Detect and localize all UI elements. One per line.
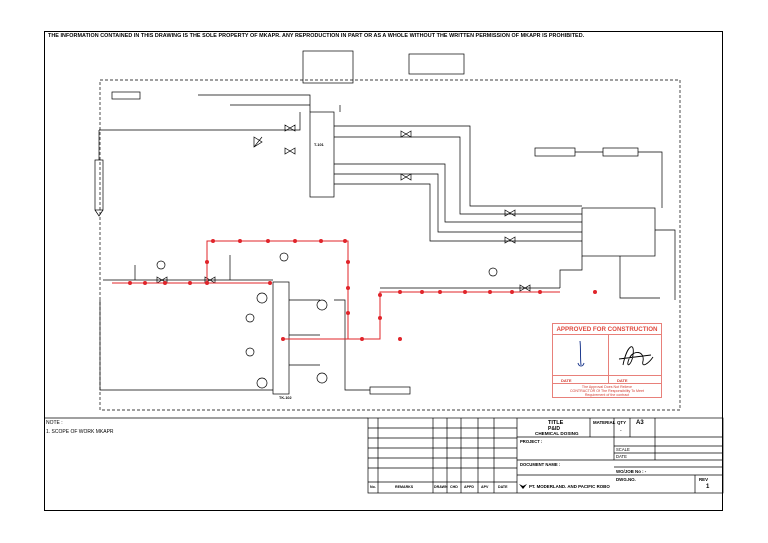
rev-header-remarks: REMARKS [395,485,414,489]
outlet-box [369,386,411,395]
redline-nodes [128,239,597,341]
wo-job-label: WO/JOB No : - [616,469,647,474]
qty-label: QTY [617,420,627,425]
document-label: DOCUMENT NAME : [520,462,561,467]
signature-graphic [577,340,654,367]
rev-header-approved: APPD [464,485,474,489]
vessel-tag-lower: TK-102 [279,396,292,400]
title-block [44,417,724,494]
vent-box [534,147,576,157]
project-label: PROJECT : [520,439,543,444]
approval-footer-line-3: Requirement of the contract [584,393,630,398]
approval-dates: DATE DATE [553,376,661,384]
equipment-box [581,207,656,257]
drawing-number-label: DWG.NO. [616,477,636,482]
spec-box-right [408,53,465,75]
approval-title: APPROVED FOR CONSTRUCTION [553,324,661,335]
filter-box [602,147,639,157]
approval-stamp: APPROVED FOR CONSTRUCTION DATE DATE The … [552,323,662,398]
approval-footer-line-1: The Approval Does Not Relieve [581,385,633,389]
revision-label: REV [699,477,709,482]
rev-header-drawn: DRAWN [434,485,448,489]
date-label: DATE [616,454,627,459]
rev-header-checked: CHD [450,485,458,489]
title-label: TITLE [548,420,564,426]
inlet-box [111,91,141,100]
spec-box-left [302,50,354,84]
approval-footer: The Approval Does Not Relieve CONTRACTOR… [553,385,661,398]
left-tank-gauge [94,159,104,211]
company-logo [519,484,527,489]
drawing-sheet-border [44,31,723,511]
company-name: PT. MODERLAND. AND PACIFIC ROBO [529,484,610,489]
title-line-2: CHEMICAL DOSING [535,431,579,436]
title-line-1: P&ID [548,426,560,432]
notes-heading: NOTE : [46,420,63,426]
qty-value: - [620,428,622,434]
revision-value: 1 [706,484,710,490]
approval-signatures [553,335,661,376]
rev-header-apv: APV [481,485,489,489]
lower-vessel [272,281,290,395]
approval-footer-line-2: CONTRACTOR Of The Responsibility To Meet [569,389,645,394]
ownership-disclaimer: THE INFORMATION CONTAINED IN THIS DRAWIN… [48,33,585,39]
notes-item-1: 1. SCOPE OF WORK MKAPR [46,429,114,435]
rev-header-no: No. [370,485,376,489]
material-label: MATERIAL [593,420,616,425]
approval-date-left: DATE [561,377,572,383]
sheet-size: A3 [636,420,644,426]
main-vessel [309,111,335,198]
redline-markup [112,240,560,340]
vessel-tag-main: T-101 [314,143,324,147]
approval-date-right: DATE [617,377,628,383]
rev-header-date: DATE [498,485,508,489]
scale-label: SCALE [616,447,630,452]
